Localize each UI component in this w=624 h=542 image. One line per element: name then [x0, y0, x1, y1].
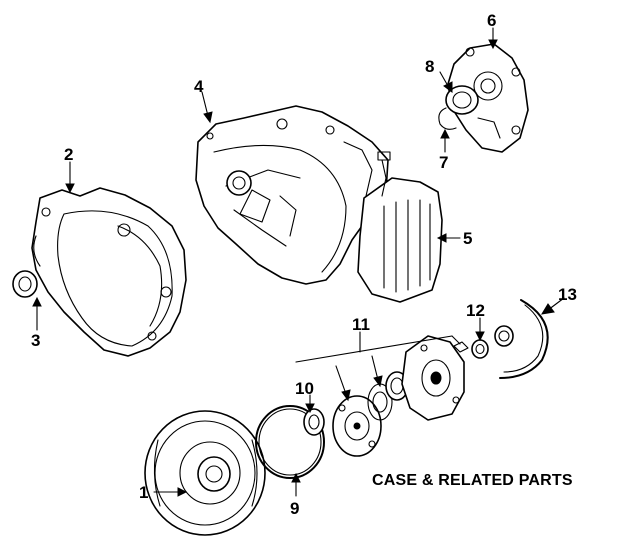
callout-3: 3 — [31, 331, 40, 350]
diagram-title: CASE & RELATED PARTS — [372, 472, 573, 489]
callout-4: 4 — [194, 77, 204, 96]
part-1-torque-converter[interactable] — [144, 410, 266, 536]
callout-1: 1 — [139, 483, 148, 502]
callout-9: 9 — [290, 499, 299, 518]
leader-lines — [32, 27, 565, 497]
part-7-snap-ring[interactable] — [438, 107, 457, 130]
callout-7: 7 — [439, 153, 448, 172]
part-4-transaxle-case[interactable] — [195, 105, 389, 285]
part-5-side-cover[interactable] — [357, 151, 443, 303]
callout-6: 6 — [487, 11, 496, 30]
callout-13: 13 — [558, 285, 577, 304]
callout-11: 11 — [352, 315, 370, 334]
callout-5: 5 — [463, 229, 472, 248]
callout-12: 12 — [466, 301, 485, 320]
part-12-seal[interactable] — [471, 339, 489, 359]
part-13-gasket[interactable] — [494, 299, 549, 379]
part-8-bearing[interactable] — [445, 85, 479, 115]
callout-8: 8 — [425, 57, 434, 76]
part-2-bell-housing[interactable] — [31, 187, 187, 357]
part-11-pump-assembly[interactable] — [332, 335, 469, 457]
part-10-seal[interactable] — [303, 408, 325, 436]
part-9-o-ring[interactable] — [255, 405, 325, 479]
part-3-seal[interactable] — [12, 270, 38, 298]
callout-10: 10 — [295, 379, 314, 398]
callout-2: 2 — [64, 145, 73, 164]
